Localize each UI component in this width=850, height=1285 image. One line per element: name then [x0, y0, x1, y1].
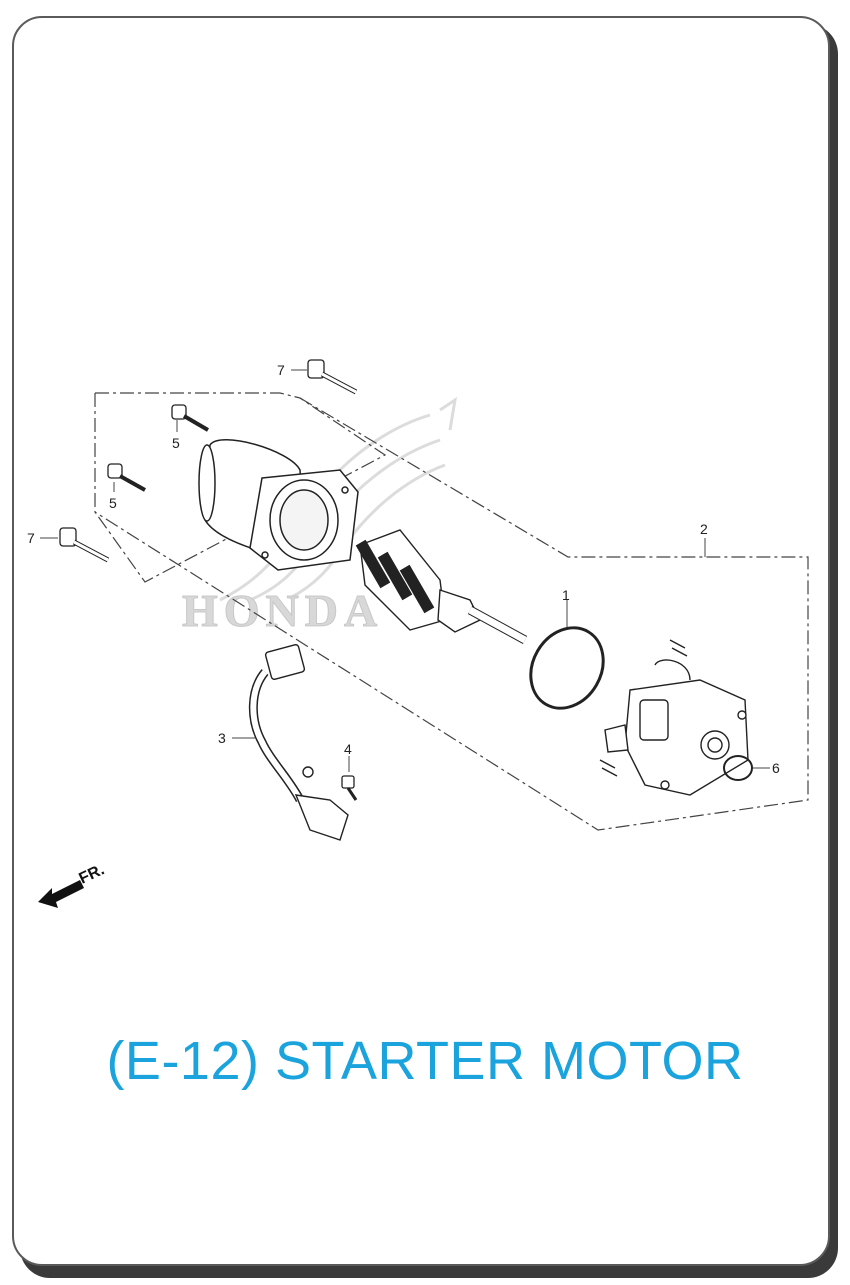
motor-housing	[198, 439, 359, 571]
callout-4: 4	[344, 741, 352, 757]
lead-wire-3	[248, 644, 349, 841]
callout-3: 3	[218, 730, 226, 746]
callout-5-lower: 5	[109, 495, 117, 511]
callout-1: 1	[562, 587, 570, 603]
o-ring-6	[723, 755, 753, 781]
callout-2: 2	[700, 521, 708, 537]
page-title: (E-12) STARTER MOTOR	[106, 1031, 744, 1091]
brush-holder	[599, 639, 749, 796]
callout-7-left: 7	[27, 530, 35, 546]
diagram-card	[12, 16, 830, 1266]
bolt-7-top	[307, 359, 358, 395]
honda-watermark-text: HONDA	[182, 585, 383, 636]
callout-6: 6	[772, 760, 780, 776]
screw-4	[341, 775, 358, 801]
bolt-5-upper	[171, 404, 210, 432]
bolt-7-left	[59, 527, 110, 563]
leader-lines	[40, 369, 770, 772]
callout-7-top: 7	[277, 362, 285, 378]
front-direction-arrow-icon	[38, 880, 84, 908]
assembly-outline	[94, 392, 809, 831]
bolt-5-lower	[107, 463, 146, 492]
armature	[355, 529, 528, 644]
o-ring-1	[529, 626, 605, 710]
callout-5-upper: 5	[172, 435, 180, 451]
direction-label: FR.	[77, 861, 108, 887]
